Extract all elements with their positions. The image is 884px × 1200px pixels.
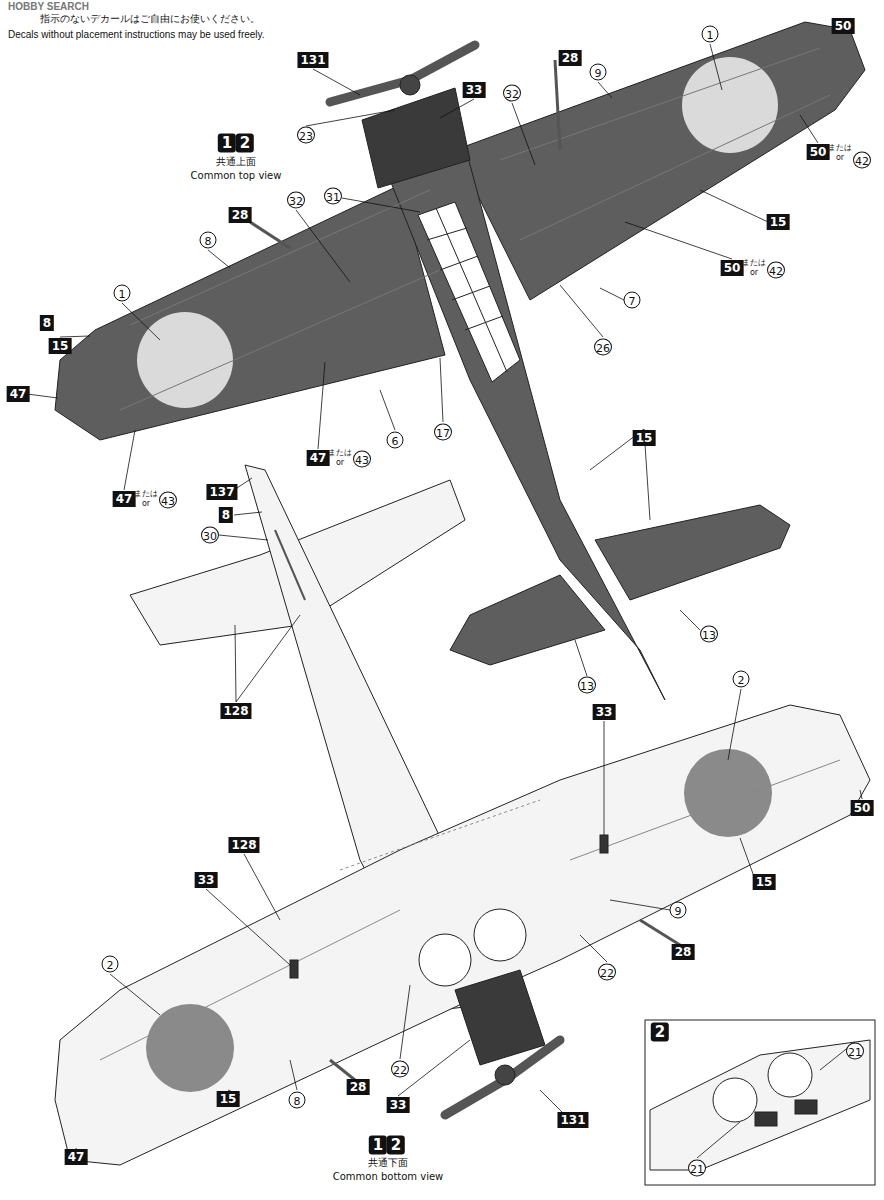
- decal-number: 33: [463, 82, 486, 98]
- view-badge: 2: [651, 1023, 669, 1042]
- callout-number: 2: [733, 671, 750, 688]
- callout-number: 13: [578, 677, 596, 694]
- decal-number: 47: [65, 1149, 88, 1165]
- decal-number: 50: [832, 18, 855, 34]
- decal-number: 128: [228, 837, 259, 853]
- callout-number: 21: [846, 1043, 864, 1060]
- or-text: または: [134, 490, 158, 498]
- decal-number: 8: [40, 315, 54, 331]
- decal-number: 28: [559, 50, 582, 66]
- callout-number: 1: [114, 285, 131, 302]
- or-text: または: [742, 259, 766, 267]
- view-caption: Common top view: [190, 171, 283, 181]
- callout-number: 43: [159, 492, 177, 509]
- callout-number: 22: [598, 964, 616, 981]
- callout-number: 21: [688, 1160, 706, 1177]
- view-caption: 共通上面: [215, 157, 257, 167]
- callout-number: 32: [503, 85, 521, 102]
- callout-number: 7: [624, 292, 641, 309]
- or-text: または: [828, 144, 852, 152]
- watermark: HOBBY SEARCH: [8, 2, 89, 12]
- decal-number: 15: [767, 214, 790, 230]
- callout-number: 9: [670, 902, 687, 919]
- decal-number: 50: [807, 144, 830, 160]
- or-text: または: [328, 449, 352, 457]
- view-badge: 1: [218, 134, 236, 153]
- or-text: or: [336, 459, 344, 467]
- or-text: or: [750, 269, 758, 277]
- decal-number: 131: [557, 1112, 588, 1128]
- decal-number: 50: [721, 260, 744, 276]
- decal-number: 8: [219, 507, 233, 523]
- callout-number: 17: [434, 424, 452, 441]
- decal-number: 47: [113, 491, 136, 507]
- callout-number: 6: [387, 432, 404, 449]
- callout-number: 8: [289, 1092, 306, 1109]
- callout-number: 30: [201, 527, 219, 544]
- decal-number: 47: [7, 386, 30, 402]
- or-text: or: [142, 500, 150, 508]
- callout-number: 42: [767, 262, 785, 279]
- decal-number: 50: [851, 800, 874, 816]
- decal-number: 33: [195, 872, 218, 888]
- decal-number: 15: [753, 874, 776, 890]
- view-badge: 2: [236, 134, 254, 153]
- decal-number: 28: [347, 1079, 370, 1095]
- callout-number: 8: [200, 232, 217, 249]
- callout-number: 32: [287, 192, 305, 209]
- callout-number: 31: [324, 188, 342, 205]
- decal-number: 131: [297, 52, 328, 68]
- decal-number: 28: [229, 207, 252, 223]
- top-view-aircraft: [55, 22, 865, 700]
- or-text: or: [836, 154, 844, 162]
- note-text: Decals without placement instructions ma…: [8, 30, 265, 40]
- callout-number: 43: [353, 451, 371, 468]
- callout-number: 9: [590, 64, 607, 81]
- callout-number: 22: [391, 1061, 409, 1078]
- decal-number: 128: [220, 703, 251, 719]
- leader-lines: [27, 44, 862, 1160]
- note-text: 指示のないデカールはご自由にお使いください。: [40, 14, 260, 24]
- decal-number: 15: [633, 430, 656, 446]
- view-badge: 1: [369, 1136, 387, 1155]
- callout-number: 13: [700, 626, 718, 643]
- decal-number: 33: [387, 1097, 410, 1113]
- view-caption: Common bottom view: [332, 1172, 445, 1182]
- inset-panel: [645, 1020, 875, 1185]
- decal-number: 47: [307, 450, 330, 466]
- decal-number: 15: [49, 338, 72, 354]
- decal-number: 137: [206, 484, 237, 500]
- callout-number: 42: [853, 152, 871, 169]
- decal-number: 28: [672, 944, 695, 960]
- decal-number: 15: [217, 1091, 240, 1107]
- callout-number: 23: [297, 127, 315, 144]
- callout-number: 26: [594, 339, 612, 356]
- callout-number: 1: [702, 26, 719, 43]
- callout-number: 2: [102, 956, 119, 973]
- decal-number: 33: [593, 704, 616, 720]
- view-caption: 共通下面: [367, 1158, 409, 1168]
- view-badge: 2: [387, 1136, 405, 1155]
